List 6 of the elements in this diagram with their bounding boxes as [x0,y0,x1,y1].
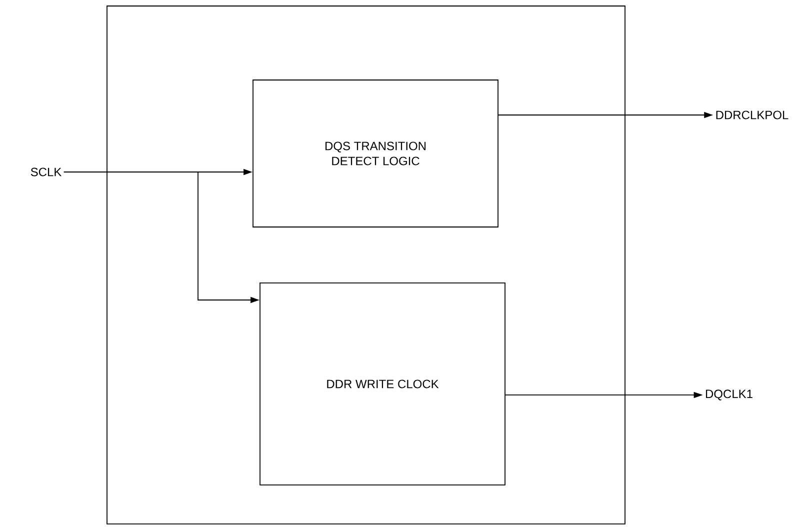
signal-label: SCLK [30,168,62,176]
signal-label: DQCLK1 [706,390,752,400]
signal-label: DDRCLKPOL [716,110,788,120]
block-box: DQS TRANSITION DETECT LOGIC [252,80,498,228]
block-box: DDR WRITE CLOCK [260,282,506,486]
enclosure-box [106,6,626,524]
